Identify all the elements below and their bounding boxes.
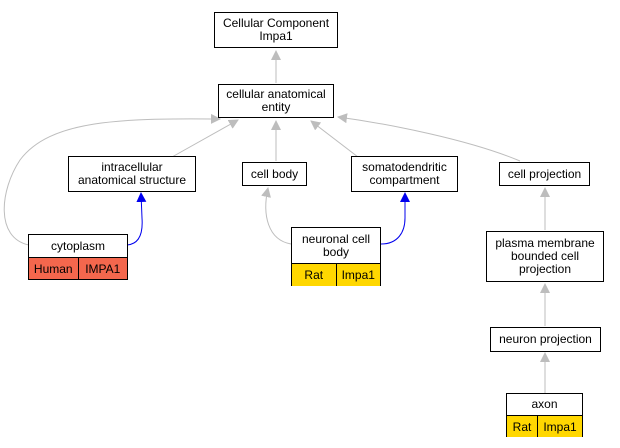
node-cell-projection[interactable]: cell projection (499, 162, 590, 186)
node-cellular-anatomical-entity[interactable]: cellular anatomical entity (218, 84, 334, 118)
edge-ncb-partof-somato (380, 192, 410, 245)
edge-cellproj-to-cae (337, 113, 521, 162)
node-somatodendritic-compartment[interactable]: somatodendritic compartment (351, 156, 458, 192)
node-neuronal-cell-body-label: neuronal cell body (292, 228, 380, 264)
edge-somato-to-cae (310, 120, 359, 158)
edge-ncb-to-cellbody (261, 187, 292, 245)
node-cytoplasm-gene: IMPA1 (77, 258, 128, 279)
node-intracellular-anatomical-structure[interactable]: intracellular anatomical structure (68, 156, 196, 192)
node-neuronal-cell-body-species: Rat (304, 268, 324, 282)
node-cytoplasm-label: cytoplasm (29, 235, 127, 258)
node-neuron-projection[interactable]: neuron projection (490, 327, 601, 352)
edge-cytoplasm-partof-ias (126, 192, 147, 246)
node-axon-label: axon (507, 394, 582, 416)
node-neuronal-cell-body-gene: Impa1 (335, 264, 381, 286)
node-axon-gene: Impa1 (537, 416, 582, 437)
node-axon[interactable]: axon Rat Impa1 (506, 393, 583, 437)
node-cytoplasm[interactable]: cytoplasm Human IMPA1 (28, 234, 128, 280)
node-plasma-membrane-bounded-cell-projection[interactable]: plasma membrane bounded cell projection (486, 231, 604, 282)
node-neuronal-cell-body[interactable]: neuronal cell body Rat Impa1 (291, 227, 381, 286)
node-cytoplasm-species: Human (33, 261, 73, 276)
node-axon-species: Rat (512, 419, 532, 434)
node-cellular-component-root[interactable]: Cellular Component Impa1 (214, 12, 338, 48)
node-cell-body[interactable]: cell body (242, 162, 307, 186)
edge-ias-to-cae (171, 119, 239, 158)
edge-cytoplasm-to-cae (3, 113, 221, 246)
